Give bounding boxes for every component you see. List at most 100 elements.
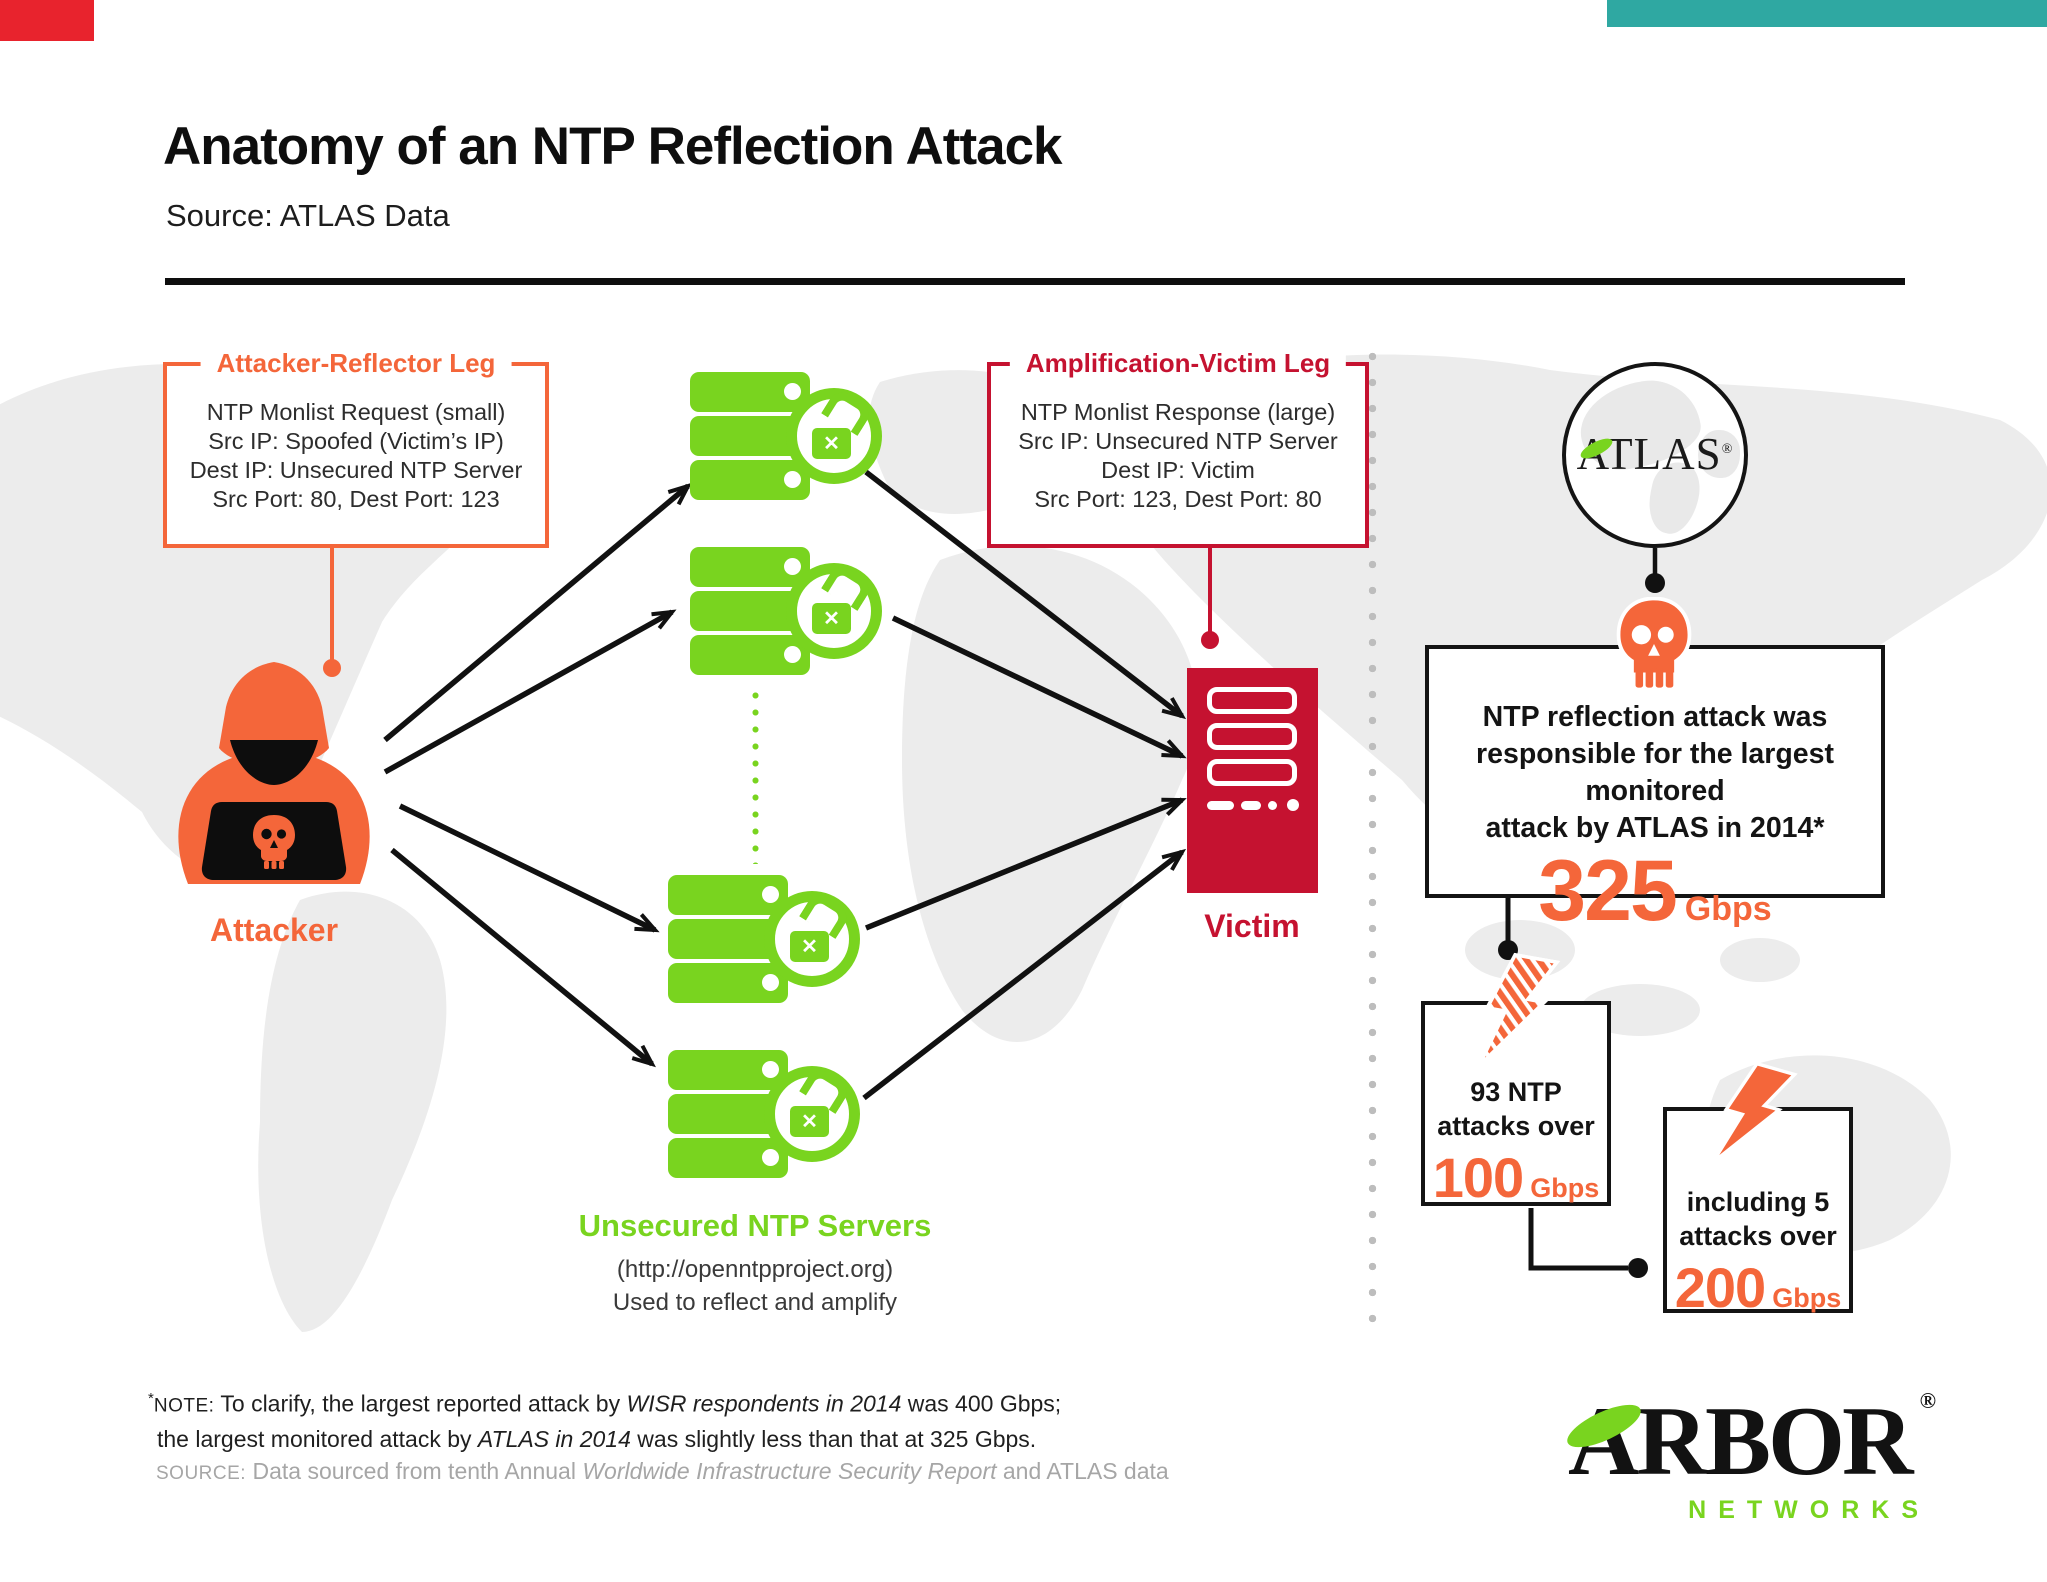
attacker-leg-line: Src IP: Spoofed (Victim’s IP)	[208, 428, 504, 454]
atlas-text: ATLAS	[1576, 429, 1722, 479]
padlock-x: ✕	[801, 935, 818, 958]
source-text: and ATLAS data	[996, 1458, 1169, 1484]
padlock-body: ✕	[812, 428, 851, 459]
source-text: Data sourced from tenth Annual	[252, 1458, 583, 1484]
servers-caption-desc: Used to reflect and amplify	[612, 1289, 898, 1316]
source-label: SOURCE:	[156, 1463, 247, 1484]
open-padlock-icon: ✕	[764, 1064, 860, 1162]
stat-box-100: 93 NTP attacks over 100 Gbps	[1421, 1001, 1611, 1206]
registered-mark: ®	[1721, 442, 1734, 457]
padlock-body: ✕	[790, 931, 829, 962]
victim-label: Victim	[1204, 908, 1300, 944]
attacker-leg-line: Dest IP: Unsecured NTP Server	[189, 457, 523, 483]
footnote-text: the largest monitored attack by	[157, 1425, 478, 1452]
server-led	[762, 974, 779, 991]
arbor-text: ARBOR	[1568, 1387, 1914, 1496]
victim-dash	[1241, 801, 1261, 810]
servers-caption-title: Unsecured NTP Servers	[578, 1208, 932, 1243]
atlas-globe-badge: ATLAS®	[1562, 362, 1748, 548]
source-note: SOURCE: Data sourced from tenth Annual W…	[156, 1458, 1169, 1485]
arbor-networks-text: NETWORKS	[1688, 1496, 1930, 1524]
victim-drive-slot	[1207, 687, 1297, 714]
attacker-leg-line: Src Port: 80, Dest Port: 123	[212, 486, 500, 512]
stat-200-line: attacks over	[1679, 1221, 1837, 1251]
arbor-networks-logo: ARBOR ® NETWORKS	[1561, 1390, 1936, 1525]
ntp-server-icon-1: ✕	[690, 372, 882, 504]
victim-dot	[1287, 799, 1299, 811]
padlock-body: ✕	[812, 603, 851, 634]
lightning-bolt-icon	[1711, 1061, 1798, 1164]
globe-landmass	[1698, 430, 1740, 478]
amplification-leg-line: Src Port: 123, Dest Port: 80	[1034, 486, 1322, 512]
atlas-wordmark: ATLAS®	[1566, 428, 1744, 480]
stat-main-line: responsible for the largest monitored	[1476, 738, 1834, 807]
servers-caption-url: (http://openntpproject.org)	[616, 1256, 894, 1283]
footnote-text: was 400 Gbps;	[901, 1390, 1062, 1417]
open-padlock-icon: ✕	[764, 889, 860, 987]
amplification-leg-title: Amplification-Victim Leg	[1009, 348, 1347, 379]
stat-100-line: attacks over	[1437, 1111, 1595, 1141]
arbor-wordmark: ARBOR ®	[1561, 1390, 1936, 1491]
victim-dot	[1268, 801, 1277, 810]
footnote: *NOTE: To clarify, the largest reported …	[148, 1382, 1061, 1456]
amplification-leg-line: Dest IP: Victim	[1101, 457, 1255, 483]
victim-drive-slot	[1207, 759, 1297, 786]
amplification-leg-line: NTP Monlist Response (large)	[1020, 399, 1336, 425]
footnote-text: was slightly less than that at 325 Gbps.	[630, 1425, 1037, 1452]
registered-mark: ®	[1919, 1388, 1936, 1413]
stat-main-line: NTP reflection attack was	[1482, 701, 1828, 733]
top-left-red-bar	[0, 0, 94, 41]
stat-100-unit: Gbps	[1530, 1173, 1600, 1203]
server-led	[762, 1149, 779, 1166]
stat-100-line: 93 NTP	[1470, 1077, 1562, 1107]
amplification-victim-leg-box: Amplification-Victim Leg NTP Monlist Res…	[987, 348, 1369, 548]
open-padlock-icon: ✕	[786, 386, 882, 484]
server-led	[784, 646, 801, 663]
amplification-leg-line: Src IP: Unsecured NTP Server	[1018, 428, 1338, 454]
source-italic: Worldwide Infrastructure Security Report	[582, 1458, 997, 1484]
attacker-hacker-icon	[178, 662, 370, 884]
server-led	[784, 471, 801, 488]
victim-dash	[1207, 801, 1234, 810]
stat-main-line: attack by ATLAS in 2014*	[1485, 812, 1825, 844]
padlock-body: ✕	[790, 1106, 829, 1137]
footnote-italic: WISR respondents in 2014	[626, 1390, 902, 1417]
ntp-server-icon-3: ✕	[668, 875, 860, 1007]
header-divider	[165, 278, 1905, 285]
stat-200-value: 200	[1674, 1256, 1766, 1319]
stat-box-200: including 5 attacks over 200 Gbps	[1663, 1107, 1853, 1319]
stat-main-unit: Gbps	[1684, 890, 1772, 928]
page-subtitle: Source: ATLAS Data	[166, 198, 450, 233]
server-led	[762, 886, 779, 903]
ntp-server-icon-4: ✕	[668, 1050, 860, 1182]
skull-icon	[1616, 597, 1692, 691]
server-led	[784, 558, 801, 575]
stat-200-line: including 5	[1686, 1187, 1830, 1217]
footnote-italic: ATLAS in 2014	[477, 1425, 631, 1452]
attacker-leg-line: NTP Monlist Request (small)	[206, 399, 506, 425]
footnote-text: To clarify, the largest reported attack …	[220, 1390, 627, 1417]
stat-100-value: 100	[1432, 1146, 1524, 1209]
footnote-asterisk: *	[148, 1390, 154, 1407]
page-title: Anatomy of an NTP Reflection Attack	[163, 117, 1063, 176]
stat-main-value: 325	[1538, 843, 1677, 939]
server-led	[762, 1061, 779, 1078]
ntp-server-icon-2: ✕	[690, 547, 882, 679]
attacker-reflector-leg-box: Attacker-Reflector Leg NTP Monlist Reque…	[163, 348, 549, 548]
laptop-skull-icon	[253, 815, 295, 869]
open-padlock-icon: ✕	[786, 561, 882, 659]
lightning-bolt-striped-icon	[1476, 952, 1561, 1068]
dotted-separator-line	[1368, 352, 1377, 1337]
victim-drive-slot	[1207, 723, 1297, 750]
padlock-x: ✕	[823, 432, 840, 455]
server-continuation-dots	[752, 692, 759, 864]
server-led	[784, 383, 801, 400]
padlock-x: ✕	[801, 1110, 818, 1133]
servers-caption: Unsecured NTP Servers (http://openntppro…	[480, 1208, 1030, 1319]
top-right-teal-bar	[1607, 0, 2047, 27]
attacker-label: Attacker	[209, 912, 339, 948]
attacker-leg-title: Attacker-Reflector Leg	[200, 348, 512, 379]
footnote-label: NOTE:	[153, 1395, 215, 1417]
victim-server-icon	[1187, 668, 1318, 893]
